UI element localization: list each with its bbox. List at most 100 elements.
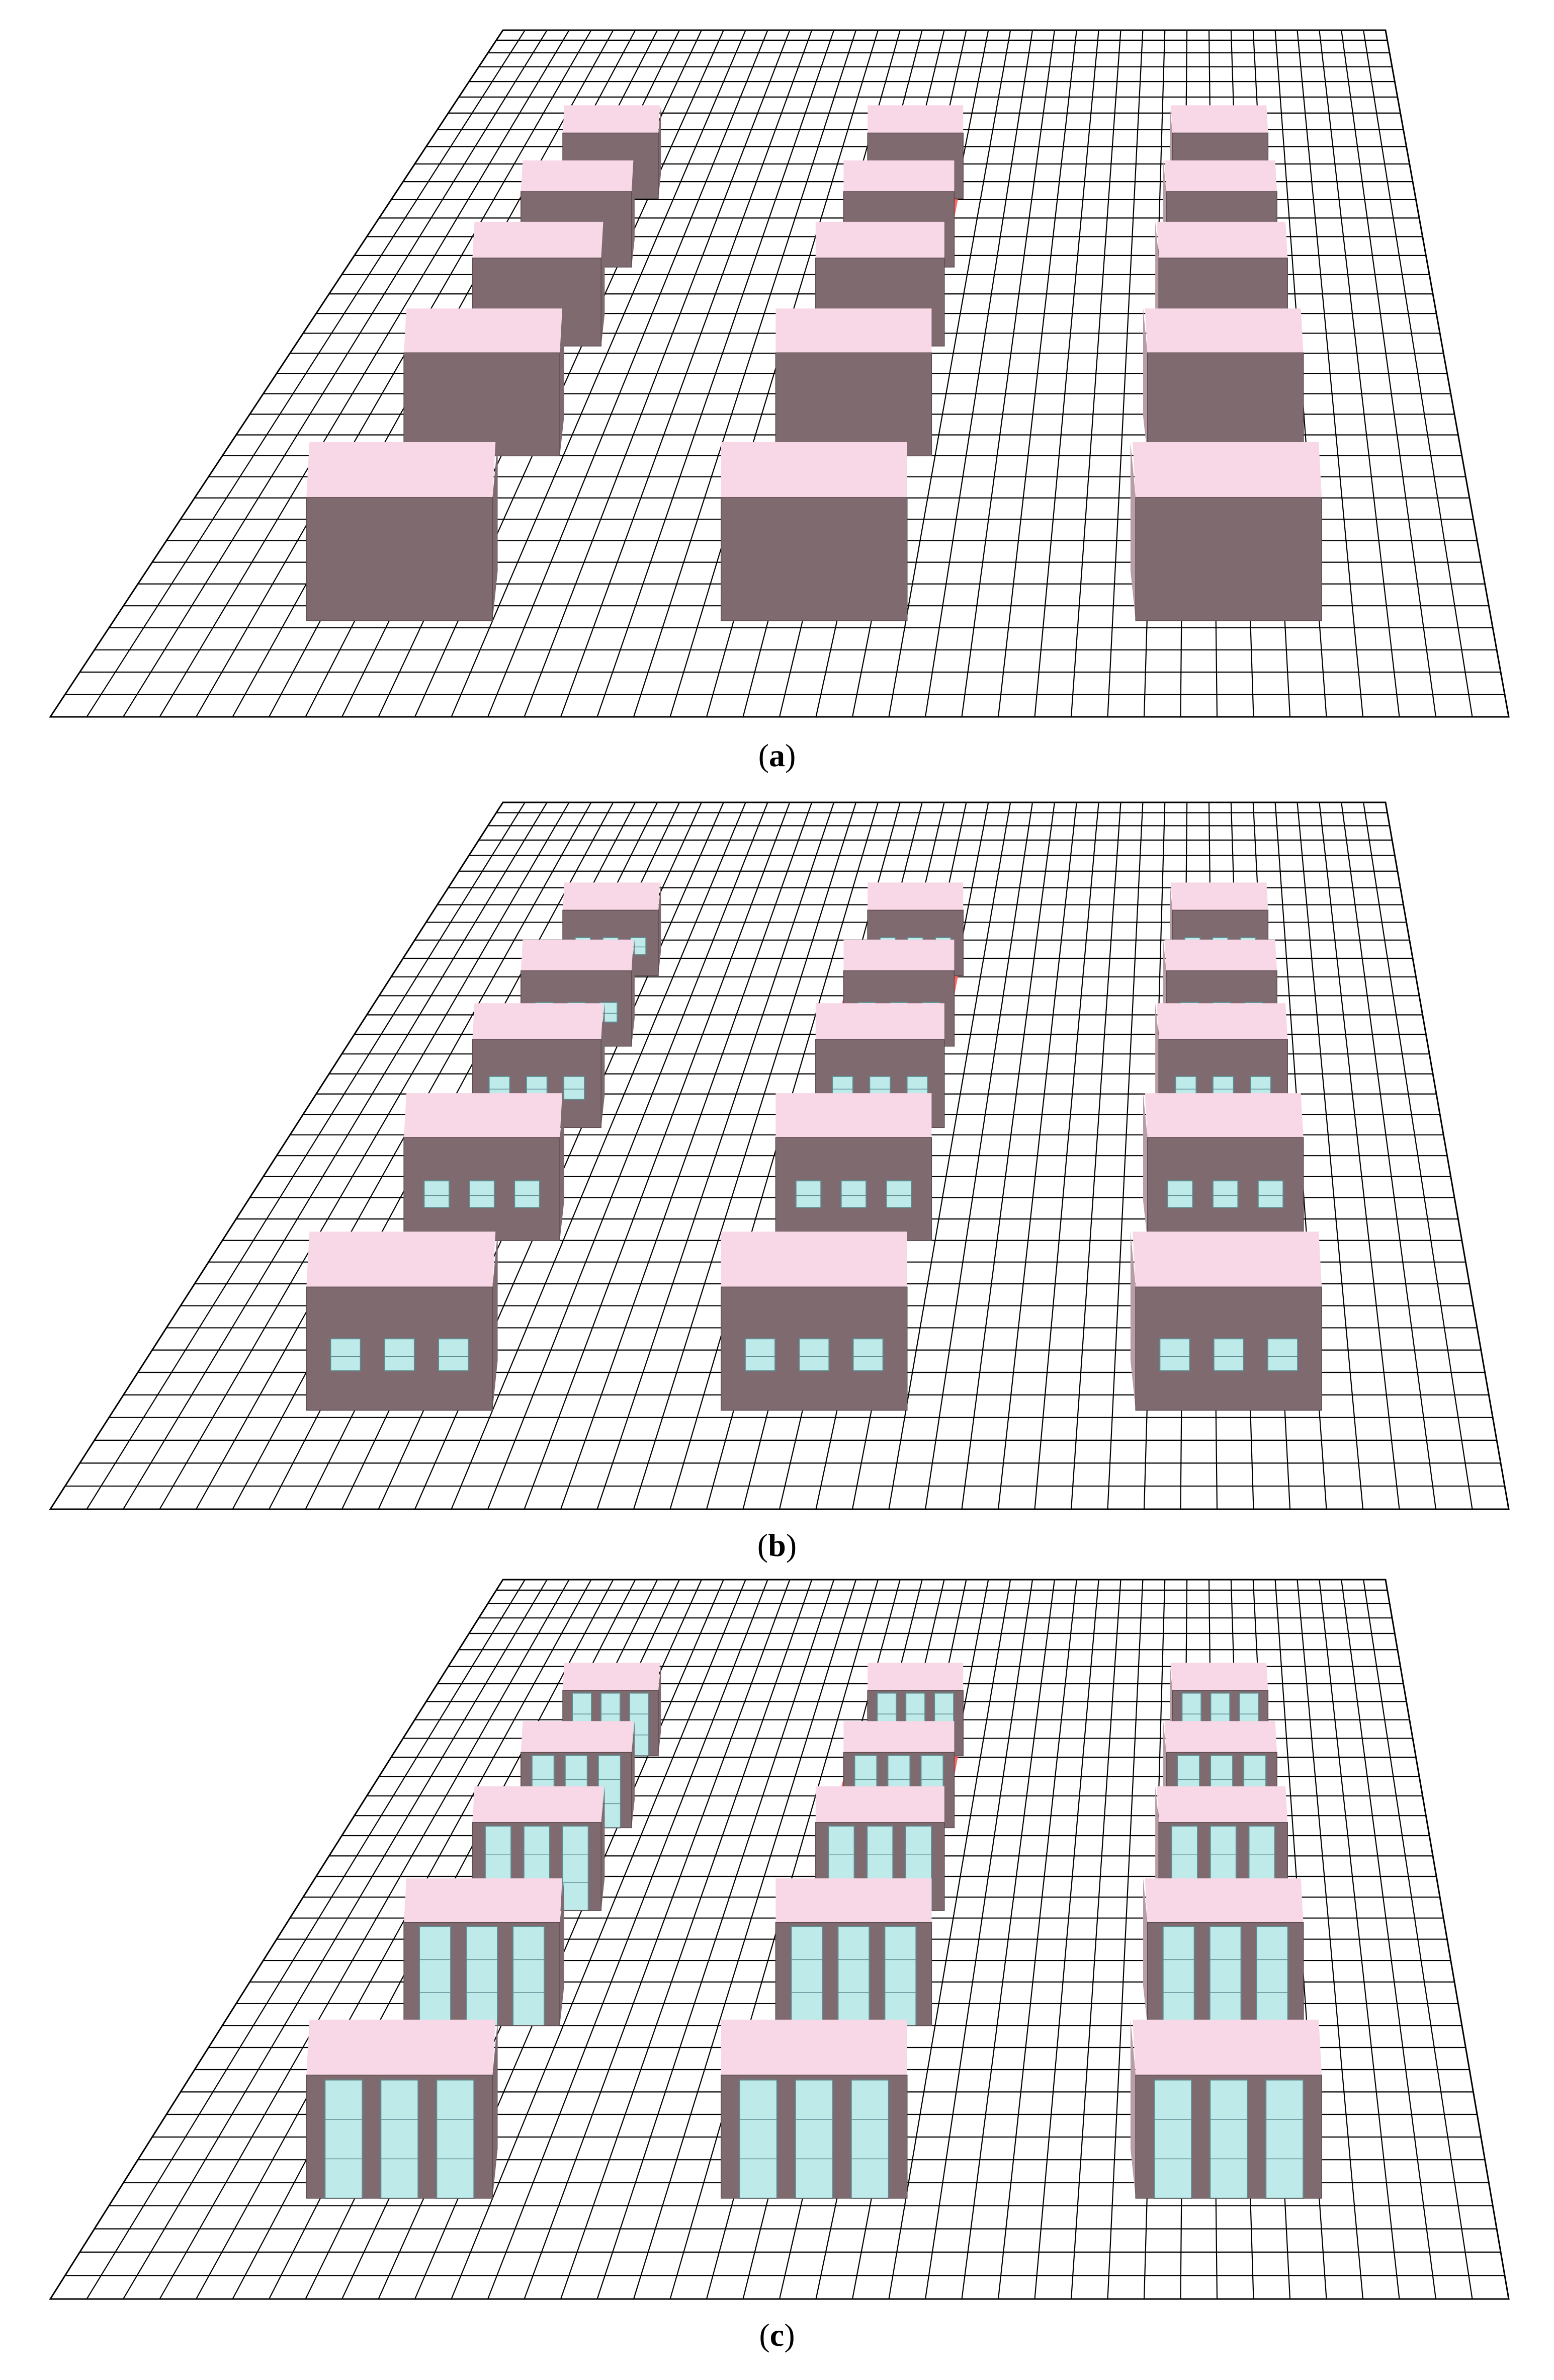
glazed-bay bbox=[1265, 2079, 1304, 2199]
building bbox=[1143, 308, 1304, 457]
building-side bbox=[1130, 1232, 1136, 1411]
glazed-bay bbox=[1210, 2079, 1248, 2199]
window bbox=[469, 1180, 495, 1208]
building-roof bbox=[404, 308, 563, 353]
building-roof bbox=[843, 939, 955, 971]
building-side bbox=[658, 1663, 661, 1756]
building-roof bbox=[721, 2019, 907, 2075]
building-roof bbox=[1133, 1232, 1322, 1287]
glazed-bay bbox=[1256, 1926, 1288, 2026]
building-roof bbox=[1145, 1878, 1304, 1923]
building-roof bbox=[1157, 1003, 1288, 1040]
window bbox=[1212, 1180, 1239, 1208]
glazed-bay bbox=[1209, 1926, 1242, 2026]
building bbox=[1143, 1878, 1304, 2026]
building-side bbox=[1130, 2019, 1136, 2198]
glazed-bay bbox=[884, 1926, 917, 2026]
building-front bbox=[721, 497, 907, 621]
window bbox=[1213, 1338, 1244, 1371]
building-side bbox=[560, 1878, 564, 2026]
building bbox=[721, 1232, 908, 1411]
building bbox=[775, 1093, 932, 1241]
building-side bbox=[1143, 1878, 1148, 2026]
building-roof bbox=[1171, 1663, 1268, 1691]
window bbox=[438, 1338, 469, 1371]
building bbox=[1143, 1093, 1304, 1241]
window bbox=[1159, 1338, 1190, 1371]
building-roof bbox=[1171, 105, 1268, 133]
building-roof bbox=[563, 1663, 660, 1691]
building-roof bbox=[1164, 1721, 1277, 1753]
glazed-bay bbox=[466, 1926, 498, 2026]
building-roof bbox=[868, 1663, 964, 1691]
building-roof bbox=[1164, 160, 1277, 192]
window bbox=[795, 1180, 822, 1208]
building-roof bbox=[306, 442, 496, 498]
building-front bbox=[404, 353, 560, 456]
building-side bbox=[631, 1721, 635, 1828]
building-roof bbox=[868, 105, 964, 133]
building-roof bbox=[472, 1786, 603, 1823]
building-roof bbox=[1164, 939, 1277, 971]
building-roof bbox=[404, 1878, 563, 1923]
building-roof bbox=[775, 1093, 932, 1138]
building-roof bbox=[843, 1721, 955, 1753]
building-side bbox=[601, 1003, 605, 1128]
building-front bbox=[775, 353, 932, 456]
glazed-bay bbox=[837, 1926, 870, 2026]
building-roof bbox=[721, 442, 907, 498]
building-side bbox=[560, 308, 564, 456]
building-roof bbox=[815, 1786, 944, 1823]
caption-b: (b) bbox=[757, 1527, 797, 1563]
building-side bbox=[1130, 442, 1136, 621]
glazed-bay bbox=[324, 2079, 363, 2199]
building-roof bbox=[775, 1878, 932, 1923]
glazed-bay bbox=[795, 2079, 833, 2199]
building bbox=[1130, 1232, 1322, 1411]
glazed-bay bbox=[380, 2079, 419, 2199]
building-front bbox=[306, 497, 493, 621]
window bbox=[744, 1338, 776, 1371]
glazed-bay bbox=[562, 1825, 589, 1911]
building bbox=[1130, 442, 1322, 621]
building-side bbox=[658, 882, 661, 976]
building-side bbox=[631, 939, 635, 1046]
glazed-bay bbox=[791, 1926, 823, 2026]
building-side bbox=[601, 1786, 605, 1911]
panel-c-buildings-with-glazed-bays bbox=[49, 1579, 1510, 2300]
building bbox=[775, 308, 932, 457]
caption-a: (a) bbox=[758, 737, 796, 773]
building bbox=[403, 308, 564, 457]
building-side bbox=[631, 160, 635, 267]
building-roof bbox=[1157, 1786, 1288, 1823]
building-roof bbox=[1157, 221, 1288, 258]
building-side bbox=[1143, 308, 1148, 456]
window bbox=[886, 1180, 912, 1208]
window bbox=[799, 1338, 830, 1371]
building-front bbox=[1136, 497, 1322, 621]
building-roof bbox=[306, 1232, 496, 1287]
building bbox=[306, 2019, 498, 2199]
window bbox=[1267, 1338, 1299, 1371]
building-roof bbox=[521, 160, 634, 192]
building-roof bbox=[472, 221, 603, 258]
building-side bbox=[560, 1093, 564, 1241]
building-roof bbox=[815, 221, 944, 258]
glazed-bay bbox=[739, 2079, 778, 2199]
building-roof bbox=[563, 105, 660, 133]
building-roof bbox=[775, 308, 932, 353]
building bbox=[403, 1878, 564, 2026]
building-side bbox=[1143, 1093, 1148, 1241]
building-side bbox=[658, 105, 661, 199]
window bbox=[840, 1180, 867, 1208]
building bbox=[306, 1232, 498, 1411]
caption-c: (c) bbox=[759, 2317, 795, 2353]
glazed-bay bbox=[1162, 1926, 1195, 2026]
glazed-bay bbox=[850, 2079, 889, 2199]
building-roof bbox=[1133, 2019, 1322, 2075]
glazed-bay bbox=[512, 1926, 545, 2026]
building-roof bbox=[521, 1721, 634, 1753]
building-roof bbox=[521, 939, 634, 971]
building-front bbox=[1147, 353, 1304, 456]
building bbox=[1130, 2019, 1322, 2199]
